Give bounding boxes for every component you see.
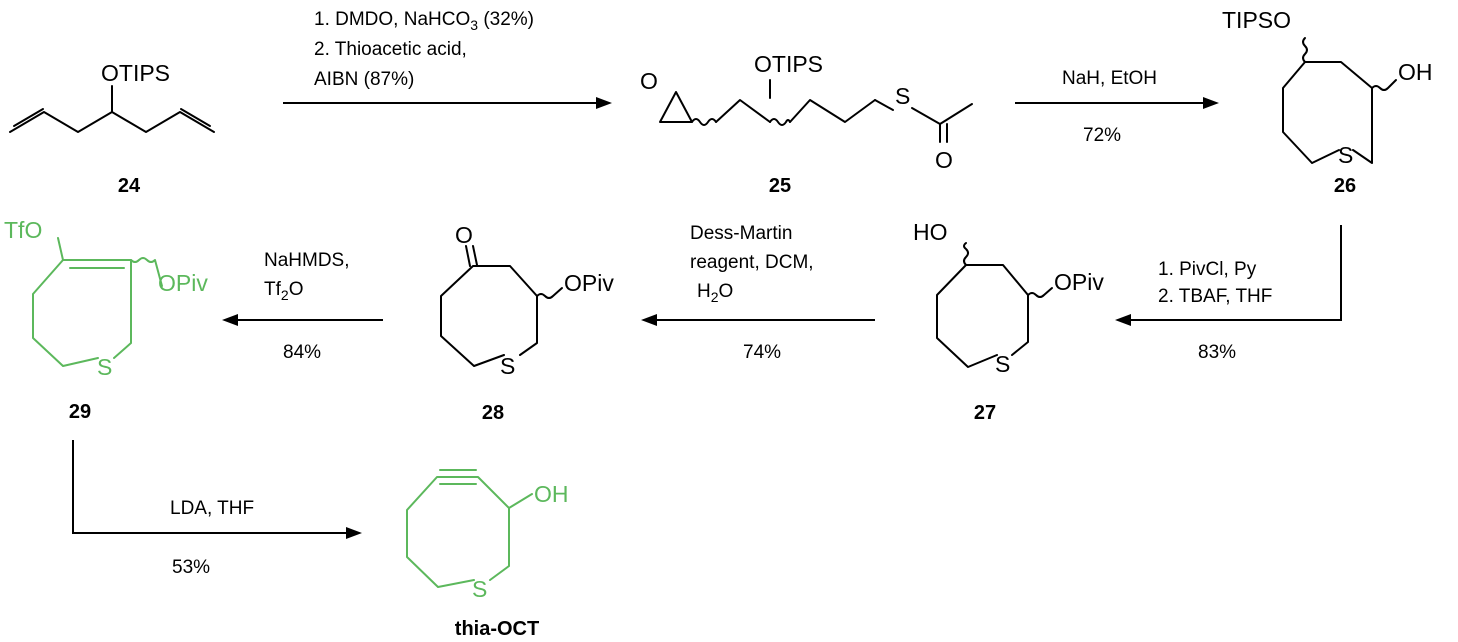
thia-oct: OH S <box>406 469 569 602</box>
compound-25-chain <box>715 99 771 123</box>
compound-25: O OTIPS S O 25 <box>640 51 973 197</box>
compound-28-label: 28 <box>482 402 504 424</box>
step-4-conditions-line2: reagent, DCM, <box>690 252 814 273</box>
compound-28-opiv: OPiv <box>564 270 614 296</box>
compound-27: HO OPiv S 27 <box>913 219 1104 424</box>
compound-25-s-bond-right <box>911 107 941 125</box>
step-2-yield: 72% <box>1083 125 1121 146</box>
step-4-conditions-line3: H2O <box>697 281 733 305</box>
compound-27-sulfur: S <box>995 351 1010 377</box>
compound-27-opiv: OPiv <box>1054 269 1104 295</box>
step-5-arrowhead <box>222 314 238 326</box>
step-3-conditions-line2: 2. TBAF, THF <box>1158 286 1272 307</box>
compound-26-ring <box>1282 61 1373 164</box>
step-6-reagent: LDA, THF <box>170 498 254 519</box>
compound-24-skeleton <box>9 111 215 133</box>
step-1-arrowhead <box>596 97 612 109</box>
thia-oct-ring <box>406 476 510 588</box>
step-6-yield: 53% <box>172 557 210 578</box>
compound-29-tfo-bond <box>57 237 64 261</box>
step-2-arrowhead <box>1203 97 1219 109</box>
compound-25-wavy-2 <box>769 118 791 126</box>
step-4: Dess-Martin reagent, DCM, H2O 74% <box>641 223 875 363</box>
compound-25-sulfur: S <box>895 83 910 109</box>
compound-29-tfo: TfO <box>4 217 42 243</box>
compound-24-double-bond-left <box>13 108 44 127</box>
compound-28-opiv-bond <box>536 287 563 299</box>
compound-25-s-bond-left <box>874 99 894 111</box>
compound-27-ho: HO <box>913 219 948 245</box>
compound-29-opiv-bond <box>130 257 163 287</box>
compound-29-label: 29 <box>69 401 91 423</box>
step-5-yield: 84% <box>283 342 321 363</box>
compound-26-oh: OH <box>1398 59 1433 85</box>
compound-27-label: 27 <box>974 402 996 424</box>
compound-25-epoxide-oxygen: O <box>640 68 658 94</box>
compound-24: OTIPS 24 <box>9 60 215 197</box>
compound-27-ring <box>936 264 1029 368</box>
compound-25-chain-2 <box>789 99 876 123</box>
step-1-conditions-line1: 1. DMDO, NaHCO3 (32%) <box>314 9 534 33</box>
compound-28: O OPiv S 28 <box>440 222 614 424</box>
compound-28-sulfur: S <box>500 353 515 379</box>
step-4-yield: 74% <box>743 342 781 363</box>
compound-26-tipso: TIPSO <box>1222 7 1291 33</box>
compound-28-ring <box>440 265 538 367</box>
step-1: 1. DMDO, NaHCO3 (32%) 2. Thioacetic acid… <box>283 9 612 109</box>
step-3-conditions-line1: 1. PivCl, Py <box>1158 259 1257 280</box>
compound-25-otips: OTIPS <box>754 51 823 77</box>
step-4-arrowhead <box>641 314 657 326</box>
step-6-arrowhead <box>346 527 362 539</box>
thia-oct-oh: OH <box>534 481 569 507</box>
compound-26-oh-bond <box>1371 79 1397 91</box>
step-1-conditions-line3: AIBN (87%) <box>314 69 414 90</box>
step-2-reagent: NaH, EtOH <box>1062 68 1157 89</box>
step-2: NaH, EtOH 72% <box>1015 68 1219 146</box>
compound-29-opiv: OPiv <box>158 270 208 296</box>
compound-29: TfO OPiv S <box>4 217 208 380</box>
compound-28-carbonyl <box>465 245 478 267</box>
compound-25-label: 25 <box>769 175 791 197</box>
compound-25-carbonyl-oxygen: O <box>935 147 953 173</box>
compound-26-label: 26 <box>1334 175 1356 197</box>
step-6: LDA, THF 53% <box>72 440 362 578</box>
compound-27-opiv-bond <box>1027 287 1053 298</box>
compound-24-label: 24 <box>118 175 141 197</box>
compound-25-epoxide <box>659 91 693 123</box>
step-1-conditions-line2: 2. Thioacetic acid, <box>314 39 467 60</box>
compound-29-sulfur: S <box>97 354 112 380</box>
compound-26: TIPSO OH S 26 <box>1222 7 1433 197</box>
compound-25-wavy-1 <box>691 118 717 126</box>
step-3: 1. PivCl, Py 2. TBAF, THF 83% <box>1115 225 1342 363</box>
thia-oct-sulfur: S <box>472 576 487 602</box>
compound-24-otips: OTIPS <box>101 60 170 86</box>
step-3-arrowhead <box>1115 314 1131 326</box>
compound-24-double-bond-right <box>180 108 211 127</box>
step-5: NaHMDS, Tf2O 84% <box>222 250 383 363</box>
step-5-conditions-line1: NaHMDS, <box>264 250 350 271</box>
compound-28-oxygen: O <box>455 222 473 248</box>
compound-26-sulfur: S <box>1338 142 1353 168</box>
compound-26-tipso-bond <box>1302 37 1308 63</box>
compound-27-ho-bond <box>963 242 969 266</box>
thia-oct-triple-bond <box>439 469 477 485</box>
step-3-arrow <box>1130 225 1342 321</box>
step-3-yield: 83% <box>1198 342 1236 363</box>
step-4-conditions-line1: Dess-Martin <box>690 223 792 244</box>
thia-oct-label: thia-OCT <box>455 618 539 640</box>
compound-25-methyl <box>939 103 973 125</box>
thia-oct-oh-bond <box>508 493 533 509</box>
step-5-conditions-line2: Tf2O <box>264 279 303 303</box>
step-6-arrow <box>72 440 348 534</box>
compound-25-carbonyl <box>939 123 948 143</box>
compound-29-ring <box>32 259 132 367</box>
